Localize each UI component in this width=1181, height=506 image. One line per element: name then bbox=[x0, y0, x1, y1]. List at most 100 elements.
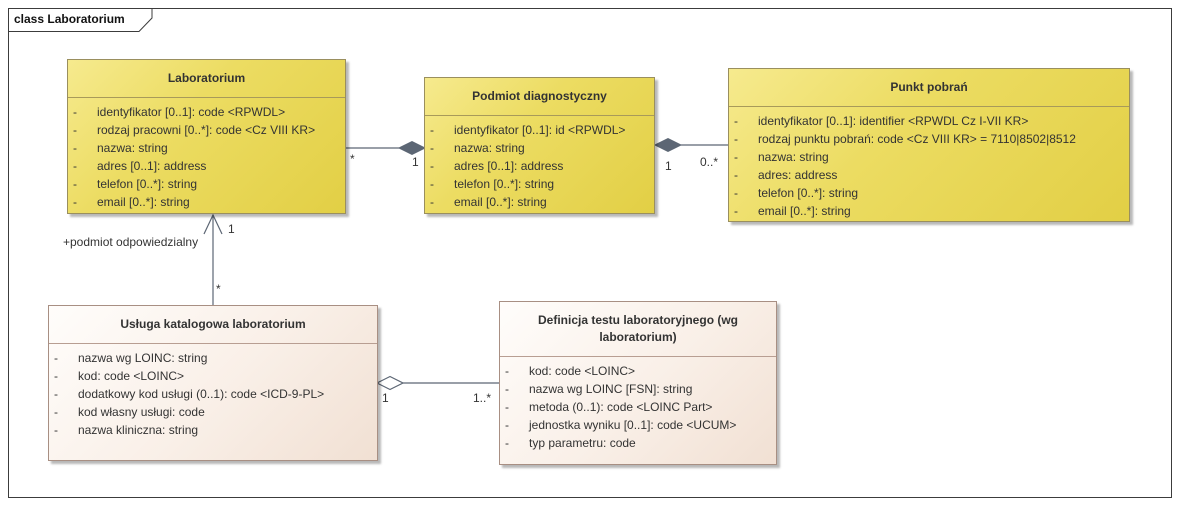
attribute-visibility: - bbox=[54, 423, 58, 437]
frame-title: class Laboratorium bbox=[14, 12, 125, 26]
attribute-row: - telefon [0..*]: string bbox=[425, 175, 654, 193]
class-laboratorium[interactable]: Laboratorium -identyfikator [0..1]: code… bbox=[67, 59, 346, 214]
aggregation-diamond bbox=[375, 375, 405, 391]
attribute-text: typ parametru: code bbox=[529, 436, 636, 450]
attribute-row: - jednostka wyniku [0..1]: code <UCUM> bbox=[500, 416, 776, 434]
attribute-visibility: - bbox=[54, 387, 58, 401]
attribute-row: - nazwa kliniczna: string bbox=[49, 421, 377, 439]
attribute-row: - typ parametru: code bbox=[500, 434, 776, 452]
class-usluga-katalogowa-laboratorium[interactable]: Usługa katalogowa laboratorium - nazwa wg… bbox=[48, 305, 378, 461]
attribute-row: - identyfikator [0..1]: identifier <RPWDL… bbox=[729, 112, 1129, 130]
attribute-text: adres: address bbox=[758, 168, 838, 182]
attribute-list: -identyfikator [0..1]: id <RPWDL>-nazwa:… bbox=[425, 115, 654, 211]
attribute-text: identyfikator [0..1]: identifier <RPWDL … bbox=[758, 114, 1029, 128]
attribute-row: - adres: address bbox=[729, 166, 1129, 184]
attribute-text: adres [0..1]: address bbox=[97, 159, 207, 173]
multiplicity-usluga-whole: 1 bbox=[382, 391, 389, 405]
attribute-text: email [0..*]: string bbox=[97, 195, 190, 209]
attribute-text: nazwa: string bbox=[758, 150, 829, 164]
attribute-row: - adres [0..1]: address bbox=[425, 157, 654, 175]
attribute-row: - nazwa: string bbox=[425, 139, 654, 157]
attribute-visibility: - bbox=[430, 123, 434, 137]
attribute-visibility: - bbox=[430, 177, 434, 191]
attribute-text: nazwa wg LOINC: string bbox=[78, 351, 208, 365]
attribute-visibility: - bbox=[734, 150, 738, 164]
attribute-row: -identyfikator [0..1]: code <RPWDL> bbox=[68, 103, 345, 121]
attribute-row: - nazwa: string bbox=[729, 148, 1129, 166]
multiplicity-punkt-part: 0..* bbox=[700, 155, 719, 169]
attribute-row: - kod: code <LOINC> bbox=[49, 367, 377, 385]
attribute-row: - kod: code <LOINC> bbox=[500, 362, 776, 380]
attribute-visibility: - bbox=[54, 405, 58, 419]
attribute-visibility: - bbox=[505, 418, 509, 432]
attribute-row: - kod własny usługi: code bbox=[49, 403, 377, 421]
attribute-visibility: - bbox=[430, 195, 434, 209]
attribute-text: kod: code <LOINC> bbox=[529, 364, 636, 378]
multiplicity-podmiot-end: 1 bbox=[412, 155, 419, 169]
attribute-visibility: - bbox=[505, 436, 509, 450]
attribute-visibility: - bbox=[734, 132, 738, 146]
class-title: Punkt pobrań bbox=[890, 80, 968, 94]
multiplicity-definicja-part: 1..* bbox=[473, 391, 492, 405]
attribute-text: telefon [0..*]: string bbox=[454, 177, 555, 191]
attribute-text: telefon [0..*]: string bbox=[97, 177, 198, 191]
attribute-visibility: - bbox=[505, 400, 509, 414]
attribute-visibility: - bbox=[734, 168, 738, 182]
open-arrowhead bbox=[203, 213, 223, 235]
attribute-text: kod: code <LOINC> bbox=[78, 369, 185, 383]
multiplicity-usluga-source: * bbox=[216, 282, 221, 296]
class-podmiot-diagnostyczny[interactable]: Podmiot diagnostyczny -identyfikator [0.… bbox=[424, 77, 655, 214]
attribute-text: rodzaj pracowni [0..*]: code <Cz VIII KR… bbox=[97, 123, 316, 137]
attribute-row: - rodzaj punktu pobrań: code <Cz VIII KR>… bbox=[729, 130, 1129, 148]
attribute-visibility: - bbox=[734, 114, 738, 128]
attribute-visibility: - bbox=[505, 364, 509, 378]
multiplicity-laboratorium-end: * bbox=[350, 152, 355, 166]
attribute-text: nazwa: string bbox=[454, 141, 525, 155]
attribute-text: nazwa wg LOINC [FSN]: string bbox=[529, 382, 693, 396]
attribute-visibility: - bbox=[73, 177, 77, 191]
attribute-text: dodatkowy kod usługi (0..1): code <ICD-9… bbox=[78, 387, 325, 401]
frame-title-tab bbox=[8, 8, 153, 32]
composition-diamond-punkt bbox=[653, 137, 683, 153]
attribute-row: - metoda (0..1): code <LOINC Part> bbox=[500, 398, 776, 416]
attribute-text: nazwa: string bbox=[97, 141, 168, 155]
attribute-visibility: - bbox=[73, 123, 77, 137]
attribute-text: rodzaj punktu pobrań: code <Cz VIII KR> … bbox=[758, 132, 1076, 146]
attribute-list: -identyfikator [0..1]: code <RPWDL>-rodz… bbox=[68, 97, 345, 211]
attribute-text: identyfikator [0..1]: code <RPWDL> bbox=[97, 105, 286, 119]
attribute-row: - adres [0..1]: address bbox=[68, 157, 345, 175]
attribute-visibility: - bbox=[734, 186, 738, 200]
attribute-row: -telefon [0..*]: string bbox=[729, 184, 1129, 202]
attribute-visibility: - bbox=[73, 141, 77, 155]
multiplicity-podmiot-whole: 1 bbox=[665, 159, 672, 173]
attribute-row: - telefon [0..*]: string bbox=[68, 175, 345, 193]
attribute-text: metoda (0..1): code <LOINC Part> bbox=[529, 400, 713, 414]
class-title: Podmiot diagnostyczny bbox=[472, 89, 607, 103]
attribute-visibility: - bbox=[734, 204, 738, 218]
attribute-row: -email [0..*]: string bbox=[425, 193, 654, 211]
attribute-visibility: - bbox=[54, 369, 58, 383]
attribute-visibility: - bbox=[54, 351, 58, 365]
class-definicja-testu-laboratoryjnego[interactable]: Definicja testu laboratoryjnego (wg labo… bbox=[499, 301, 777, 465]
attribute-text: adres [0..1]: address bbox=[454, 159, 564, 173]
attribute-visibility: - bbox=[73, 195, 77, 209]
diagram-frame bbox=[8, 8, 1172, 498]
attribute-visibility: - bbox=[430, 141, 434, 155]
role-label-podmiot-odpowiedzialny: +podmiot odpowiedzialny bbox=[63, 235, 199, 249]
attribute-row: -identyfikator [0..1]: id <RPWDL> bbox=[425, 121, 654, 139]
attribute-visibility: - bbox=[430, 159, 434, 173]
attribute-text: email [0..*]: string bbox=[758, 204, 851, 218]
class-title: Usługa katalogowa laboratorium bbox=[120, 317, 306, 331]
composition-diamond-podmiot bbox=[397, 140, 427, 156]
attribute-row: - email [0..*]: string bbox=[729, 202, 1129, 220]
attribute-row: - dodatkowy kod usługi (0..1): code <ICD-… bbox=[49, 385, 377, 403]
attribute-text: kod własny usługi: code bbox=[78, 405, 205, 419]
attribute-list: - kod: code <LOINC> - nazwa wg LOINC [FSN]:… bbox=[500, 356, 776, 452]
class-title: Laboratorium bbox=[167, 71, 246, 85]
attribute-list: - identyfikator [0..1]: identifier <RPWDL… bbox=[729, 106, 1129, 220]
attribute-visibility: - bbox=[73, 159, 77, 173]
attribute-text: jednostka wyniku [0..1]: code <UCUM> bbox=[529, 418, 737, 432]
attribute-text: nazwa kliniczna: string bbox=[78, 423, 199, 437]
class-punkt-pobran[interactable]: Punkt pobrań - identyfikator [0..1]: iden… bbox=[728, 68, 1130, 222]
